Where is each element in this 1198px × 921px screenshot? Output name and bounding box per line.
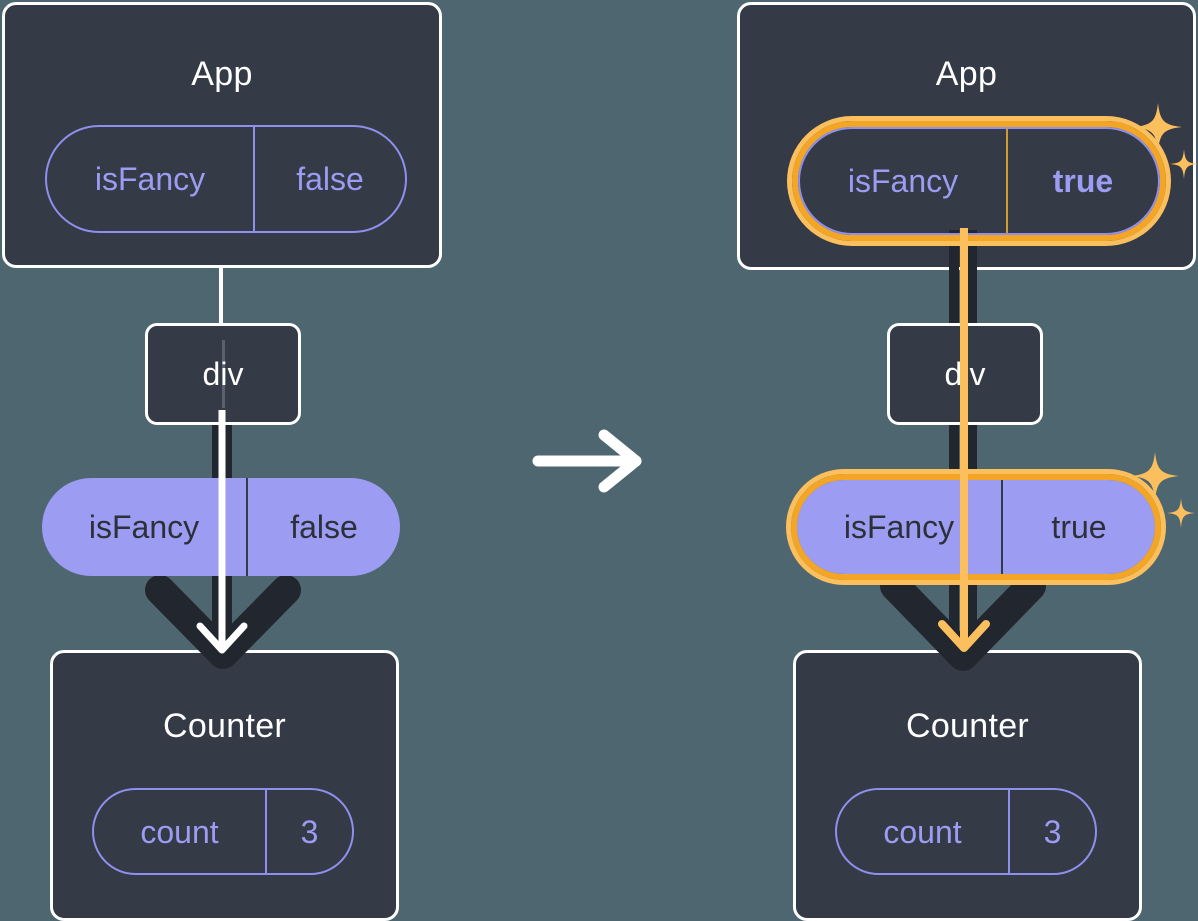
prop-pill: isFancy true <box>797 480 1155 574</box>
counter-state-key: count <box>140 813 219 850</box>
counter-title: Counter <box>905 707 1030 745</box>
counter-state-key: count <box>883 813 962 850</box>
connector-div-to-prop-b <box>224 410 232 520</box>
prop-flow-arrow-orange <box>932 228 996 664</box>
connector-div-to-prop <box>949 410 959 520</box>
transition-right-arrow-icon <box>532 425 652 502</box>
counter-state-value: 3 <box>300 813 319 850</box>
prop-flow-arrow-white <box>190 410 254 665</box>
panel-after: App isFancy true div <box>737 0 1198 921</box>
prop-flow-arrow-dark <box>877 574 1063 674</box>
app-state-value: false <box>296 161 364 197</box>
connector-div-to-prop <box>212 410 220 520</box>
app-title: App <box>935 55 998 93</box>
counter-state-value: 3 <box>1043 813 1062 850</box>
app-state-sparkle-icon <box>1134 99 1198 196</box>
prop-flow-arrow-dark <box>140 576 306 672</box>
counter-state-pill: count 3 <box>92 788 354 875</box>
app-state-divider <box>1006 129 1008 233</box>
connector-prop-to-counter-b <box>224 576 232 662</box>
app-state-key: isFancy <box>94 161 206 197</box>
counter-component-box: Counter count 3 <box>50 650 399 921</box>
prop-divider <box>1001 480 1003 574</box>
counter-state-divider <box>265 790 267 873</box>
app-state-pill: isFancy false <box>45 125 407 233</box>
app-title: App <box>191 55 253 93</box>
connector-div-to-prop-b <box>968 410 977 520</box>
counter-component-box: Counter count 3 <box>793 650 1142 921</box>
connector-app-to-div <box>219 268 223 326</box>
connector-app-to-div <box>949 230 959 326</box>
prop-value: true <box>1051 509 1107 545</box>
app-component-box: App isFancy false <box>2 2 442 268</box>
div-label: div <box>202 356 244 392</box>
connector-prop-to-counter <box>949 574 959 662</box>
app-state-key: isFancy <box>847 163 959 199</box>
app-state-pill: isFancy true <box>798 127 1160 235</box>
connector-app-to-div-b <box>968 230 977 326</box>
connector-prop-to-counter <box>212 576 220 662</box>
prop-sparkle-icon <box>1131 448 1197 545</box>
panel-before: App isFancy false div isFancy false <box>0 0 461 921</box>
prop-key: isFancy <box>843 509 955 545</box>
app-state-divider <box>253 127 255 231</box>
app-state-value: true <box>1052 163 1114 199</box>
div-node-box: div <box>145 323 301 425</box>
prop-divider <box>246 478 248 576</box>
counter-state-divider <box>1008 790 1010 873</box>
prop-key: isFancy <box>88 509 200 545</box>
connector-prop-to-counter-b <box>968 574 977 662</box>
counter-state-pill: count 3 <box>835 788 1097 875</box>
counter-title: Counter <box>162 707 287 745</box>
div-seam <box>222 340 225 408</box>
prop-value: false <box>290 509 358 545</box>
